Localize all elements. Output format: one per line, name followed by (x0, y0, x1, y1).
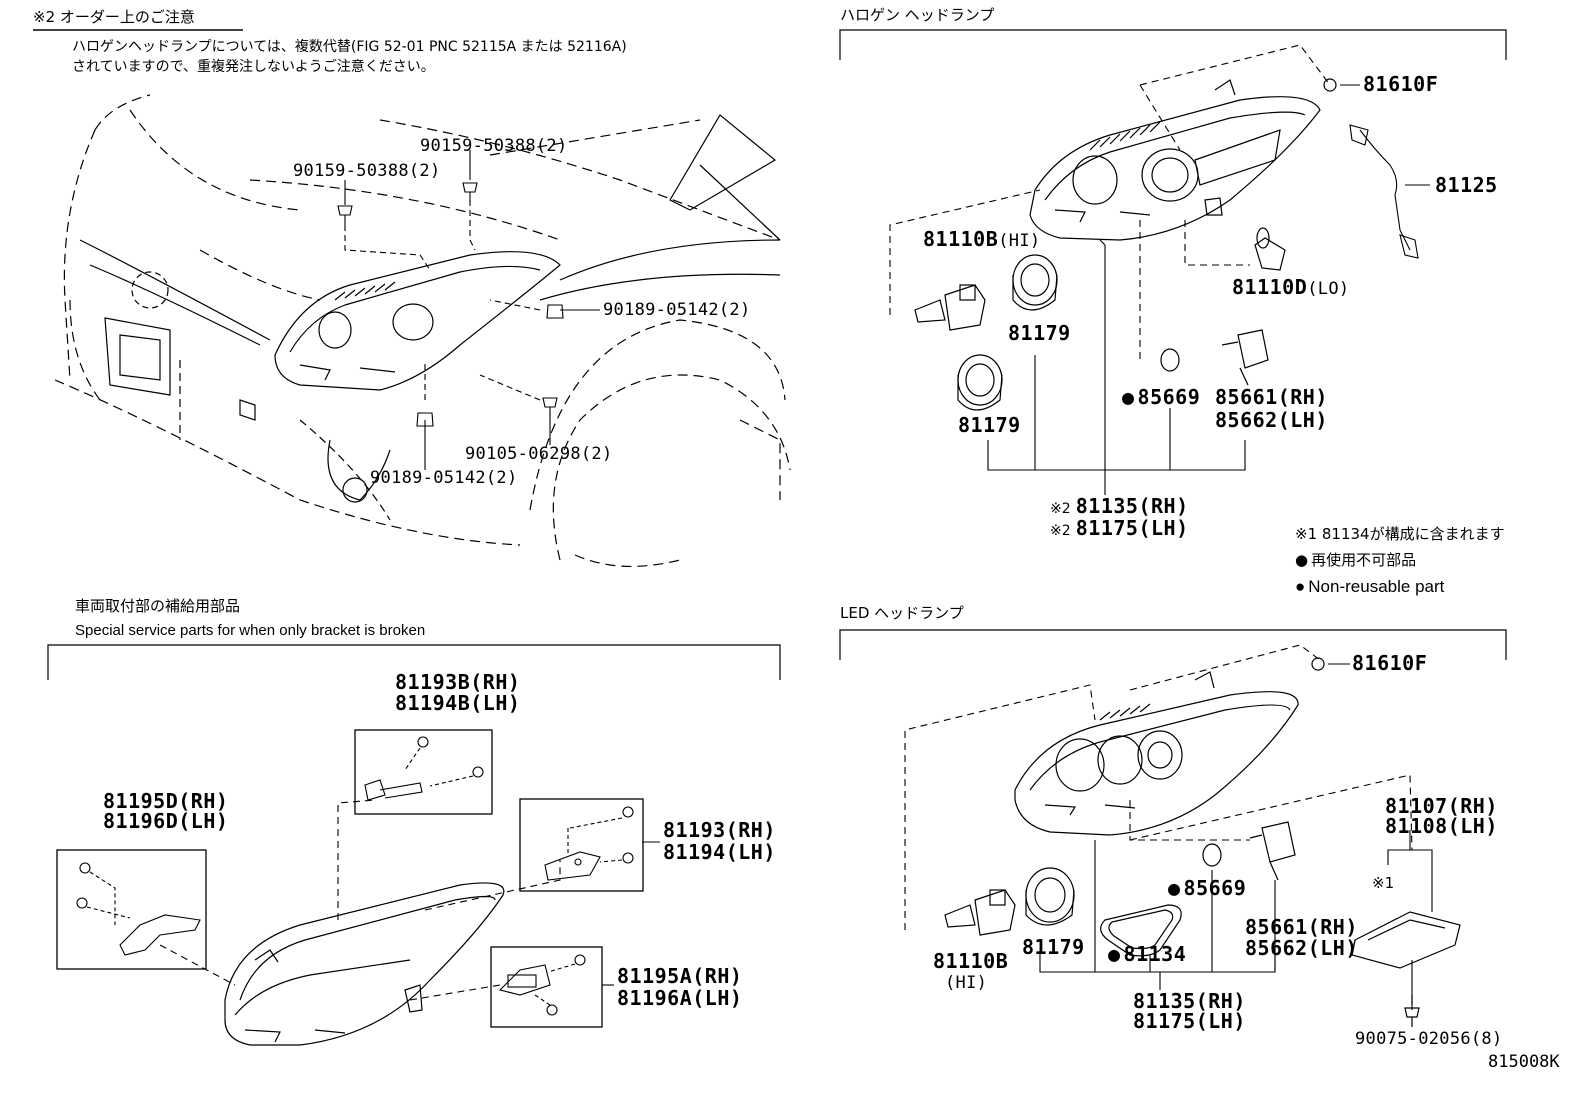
part-label-81179-led[interactable]: 81179 (1022, 935, 1085, 959)
part-label-81196D[interactable]: 81196D(LH) (103, 809, 229, 833)
part-label-85661-halogen[interactable]: 85661(RH) (1215, 385, 1328, 409)
part-label-81108[interactable]: 81108(LH) (1385, 814, 1498, 838)
bracket-section-title-jp: 車両取付部の補給用部品 (75, 597, 241, 615)
part-label-81175-led[interactable]: 81175(LH) (1133, 1009, 1246, 1033)
order-note-line1: ハロゲンヘッドランプについては、複数代替(FIG 52-01 PNC 52115… (72, 39, 627, 55)
part-label-81193[interactable]: 81193(RH) (663, 818, 776, 842)
order-note-line2: されていますので、重複発注しないようご注意ください。 (72, 59, 435, 75)
part-label-81196A[interactable]: 81196A(LH) (617, 986, 743, 1010)
part-label-90075[interactable]: 90075-02056(8) (1355, 1029, 1503, 1049)
part-label-81135-halogen[interactable]: ※2 81135(RH) (1050, 496, 1189, 516)
part-number: 81110D (1232, 275, 1308, 299)
part-label-85662-halogen[interactable]: 85662(LH) (1215, 408, 1328, 432)
vehicle-screw-icons (337, 182, 564, 427)
part-label-81195A[interactable]: 81195A(RH) (617, 964, 743, 988)
part-label-81610F-led[interactable]: 81610F (1352, 651, 1428, 675)
part-label-85669-led[interactable]: 85669 (1168, 878, 1246, 898)
legend-nonreusable-en: Non-reusable part (1295, 578, 1444, 595)
vehicle-front-illustration (54, 94, 791, 568)
part-label-81134[interactable]: 81134 (1108, 944, 1186, 964)
part-number: 81135(RH) (1075, 494, 1189, 518)
part-label-81193B[interactable]: 81193B(RH) (395, 670, 521, 694)
part-tag: (HI) (998, 231, 1041, 251)
part-label-81110B-led[interactable]: 81110B (933, 949, 1009, 973)
mark-1: ※1 (1372, 874, 1395, 892)
order-note-title: ※2 オーダー上のご注意 (33, 8, 195, 26)
legend-note-1: ※1 81134が構成に含まれます (1295, 525, 1505, 543)
bracket-section-title-en: Special service parts for when only brac… (75, 622, 426, 639)
part-label-85669-halogen[interactable]: 85669 (1122, 387, 1200, 407)
halogen-section-title: ハロゲン ヘッドランプ (840, 6, 995, 24)
part-label-81195D[interactable]: 81195D(RH) (103, 789, 229, 813)
part-label-85662-led[interactable]: 85662(LH) (1245, 936, 1358, 960)
part-label-85661-led[interactable]: 85661(RH) (1245, 915, 1358, 939)
halogen-component-icons (914, 78, 1337, 411)
bracket-section-frame (47, 644, 781, 680)
part-number: 81175(LH) (1075, 516, 1189, 540)
part-label-90189-right[interactable]: 90189-05142(2) (603, 300, 751, 320)
part-label-81125[interactable]: 81125 (1435, 173, 1498, 197)
mark-2: ※2 (1050, 523, 1071, 539)
part-tag-hi-led: (HI) (945, 973, 988, 993)
part-label-90159-left[interactable]: 90159-50388(2) (293, 161, 441, 181)
mark-2: ※2 (1050, 501, 1071, 517)
bracket-headlamp-illustration (224, 882, 505, 1046)
led-section-title: LED ヘッドランプ (840, 604, 964, 622)
halogen-headlamp-illustration (1029, 79, 1321, 241)
halogen-section-frame (839, 29, 1507, 60)
part-label-81179-b[interactable]: 81179 (958, 413, 1021, 437)
led-leaders (904, 644, 1433, 1010)
led-section-frame (839, 629, 1507, 660)
part-label-81194B[interactable]: 81194B(LH) (395, 691, 521, 715)
bracket-boxes (56, 729, 644, 1028)
part-label-81179-a[interactable]: 81179 (1008, 321, 1071, 345)
part-label-90159-top[interactable]: 90159-50388(2) (420, 136, 568, 156)
bracket-leaders (159, 799, 660, 1001)
part-label-81175-halogen[interactable]: ※2 81175(LH) (1050, 518, 1189, 538)
part-label-81110B-halogen[interactable]: 81110B(HI) (923, 229, 1040, 250)
vehicle-leaders (344, 150, 600, 470)
part-label-81135-led[interactable]: 81135(RH) (1133, 989, 1246, 1013)
part-number: 81110B (923, 227, 999, 251)
part-label-81610F-halogen[interactable]: 81610F (1363, 72, 1439, 96)
part-label-90105[interactable]: 90105-06298(2) (465, 444, 613, 464)
bracket-part-icons (76, 736, 634, 1016)
part-tag: (LO) (1307, 279, 1350, 299)
part-label-81110D[interactable]: 81110D(LO) (1232, 277, 1349, 298)
part-label-90189-bottom[interactable]: 90189-05142(2) (370, 468, 518, 488)
part-label-81107[interactable]: 81107(RH) (1385, 794, 1498, 818)
part-label-81194[interactable]: 81194(LH) (663, 840, 776, 864)
legend-nonreusable-jp: 再使用不可部品 (1295, 553, 1416, 568)
figure-code: 815008K (1488, 1052, 1560, 1072)
halogen-leaders (889, 44, 1430, 495)
led-headlamp-illustration (1014, 671, 1299, 836)
